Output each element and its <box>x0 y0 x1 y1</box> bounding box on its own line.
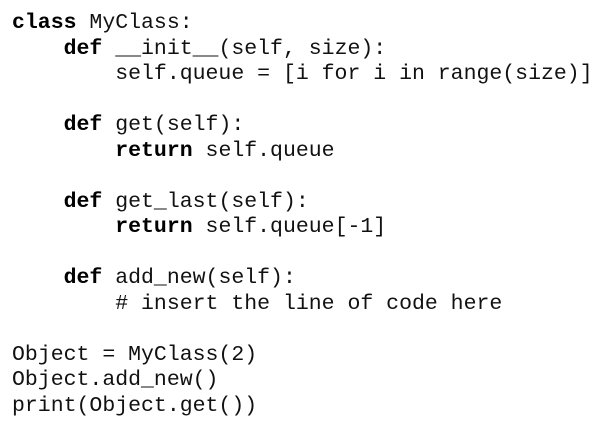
code-block: class MyClass: def __init__(self, size):… <box>12 11 610 419</box>
code-text <box>12 113 64 137</box>
code-keyword: def <box>63 113 103 137</box>
code-text: self.queue = [i for i in range(size)] <box>12 62 593 86</box>
code-line: def get_last(self): <box>12 190 610 216</box>
code-text: get_last(self): <box>102 189 309 214</box>
code-line: Object.add_new() <box>12 368 610 394</box>
code-text: Object = MyClass(2) <box>12 342 258 367</box>
code-line <box>12 241 610 267</box>
code-keyword: def <box>63 36 103 61</box>
code-text: # insert the line of code here <box>12 291 503 316</box>
code-text: get(self): <box>102 113 245 137</box>
code-line <box>12 164 610 190</box>
code-text <box>12 190 64 214</box>
code-keyword: return <box>115 138 193 163</box>
code-line: def add_new(self): <box>12 266 610 292</box>
code-line <box>12 317 610 343</box>
code-line <box>12 88 610 114</box>
code-text: self.queue <box>192 138 335 163</box>
code-line: Object = MyClass(2) <box>12 343 610 369</box>
code-text: MyClass: <box>76 11 193 35</box>
code-text: add_new(self): <box>102 266 296 290</box>
code-text: print(Object.get()) <box>12 393 258 418</box>
code-keyword: def <box>63 266 103 290</box>
code-line: def __init__(self, size): <box>12 37 610 63</box>
code-keyword: class <box>12 11 77 35</box>
code-text <box>12 139 115 163</box>
code-line: self.queue = [i for i in range(size)] <box>12 62 610 88</box>
code-text: Object.add_new() <box>12 368 219 392</box>
code-text: __init__(self, size): <box>102 36 387 61</box>
code-keyword: return <box>115 215 193 239</box>
code-text <box>12 266 64 290</box>
code-text: self.queue[-1] <box>192 215 387 239</box>
code-line: return self.queue <box>12 139 610 165</box>
code-line: return self.queue[-1] <box>12 215 610 241</box>
code-keyword: def <box>63 189 103 214</box>
code-line: def get(self): <box>12 113 610 139</box>
code-text <box>12 215 115 239</box>
code-line: print(Object.get()) <box>12 394 610 420</box>
code-line: # insert the line of code here <box>12 292 610 318</box>
code-line: class MyClass: <box>12 11 610 37</box>
code-text <box>12 37 64 61</box>
